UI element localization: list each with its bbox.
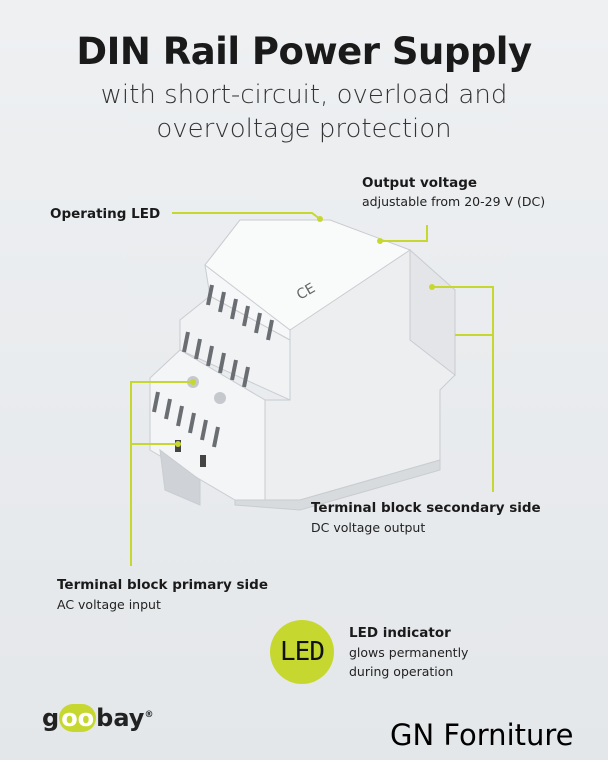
terminal-primary-label: Terminal block primary side <box>57 577 268 593</box>
headline: DIN Rail Power Supply <box>76 30 532 73</box>
output-voltage-desc: adjustable from 20-29 V (DC) <box>362 194 546 209</box>
vent-slots <box>152 284 274 448</box>
goobay-logo: goobay® <box>42 704 153 732</box>
callout-lines <box>130 212 494 566</box>
adjust-screw-2 <box>214 392 226 404</box>
subtitle-line-2: overvoltage protection <box>156 114 452 144</box>
led-indicator-label: LED indicator <box>349 625 451 641</box>
callout-dots <box>175 216 435 447</box>
terminal-secondary-desc: DC voltage output <box>311 520 426 535</box>
terminal-secondary-label: Terminal block secondary side <box>311 500 541 516</box>
logo-registered: ® <box>144 710 154 720</box>
din-rail-device <box>149 219 456 511</box>
led-indicator-desc-2: during operation <box>349 664 454 679</box>
operating-led-label: Operating LED <box>50 206 161 222</box>
subheadline: with short-circuit, overload and overvol… <box>0 78 608 146</box>
terminal-port-secondary <box>200 455 206 467</box>
output-voltage-label: Output voltage <box>362 175 478 191</box>
logo-accent: oo <box>59 704 97 732</box>
watermark: GN Forniture <box>390 718 574 752</box>
led-indicator-desc-1: glows permanently <box>349 645 469 660</box>
logo-part: bay <box>96 704 145 732</box>
terminal-primary-desc: AC voltage input <box>57 597 161 612</box>
logo-part: g <box>42 704 60 732</box>
subtitle-line-1: with short-circuit, overload and <box>100 80 508 110</box>
led-badge-icon: LED <box>270 620 334 684</box>
